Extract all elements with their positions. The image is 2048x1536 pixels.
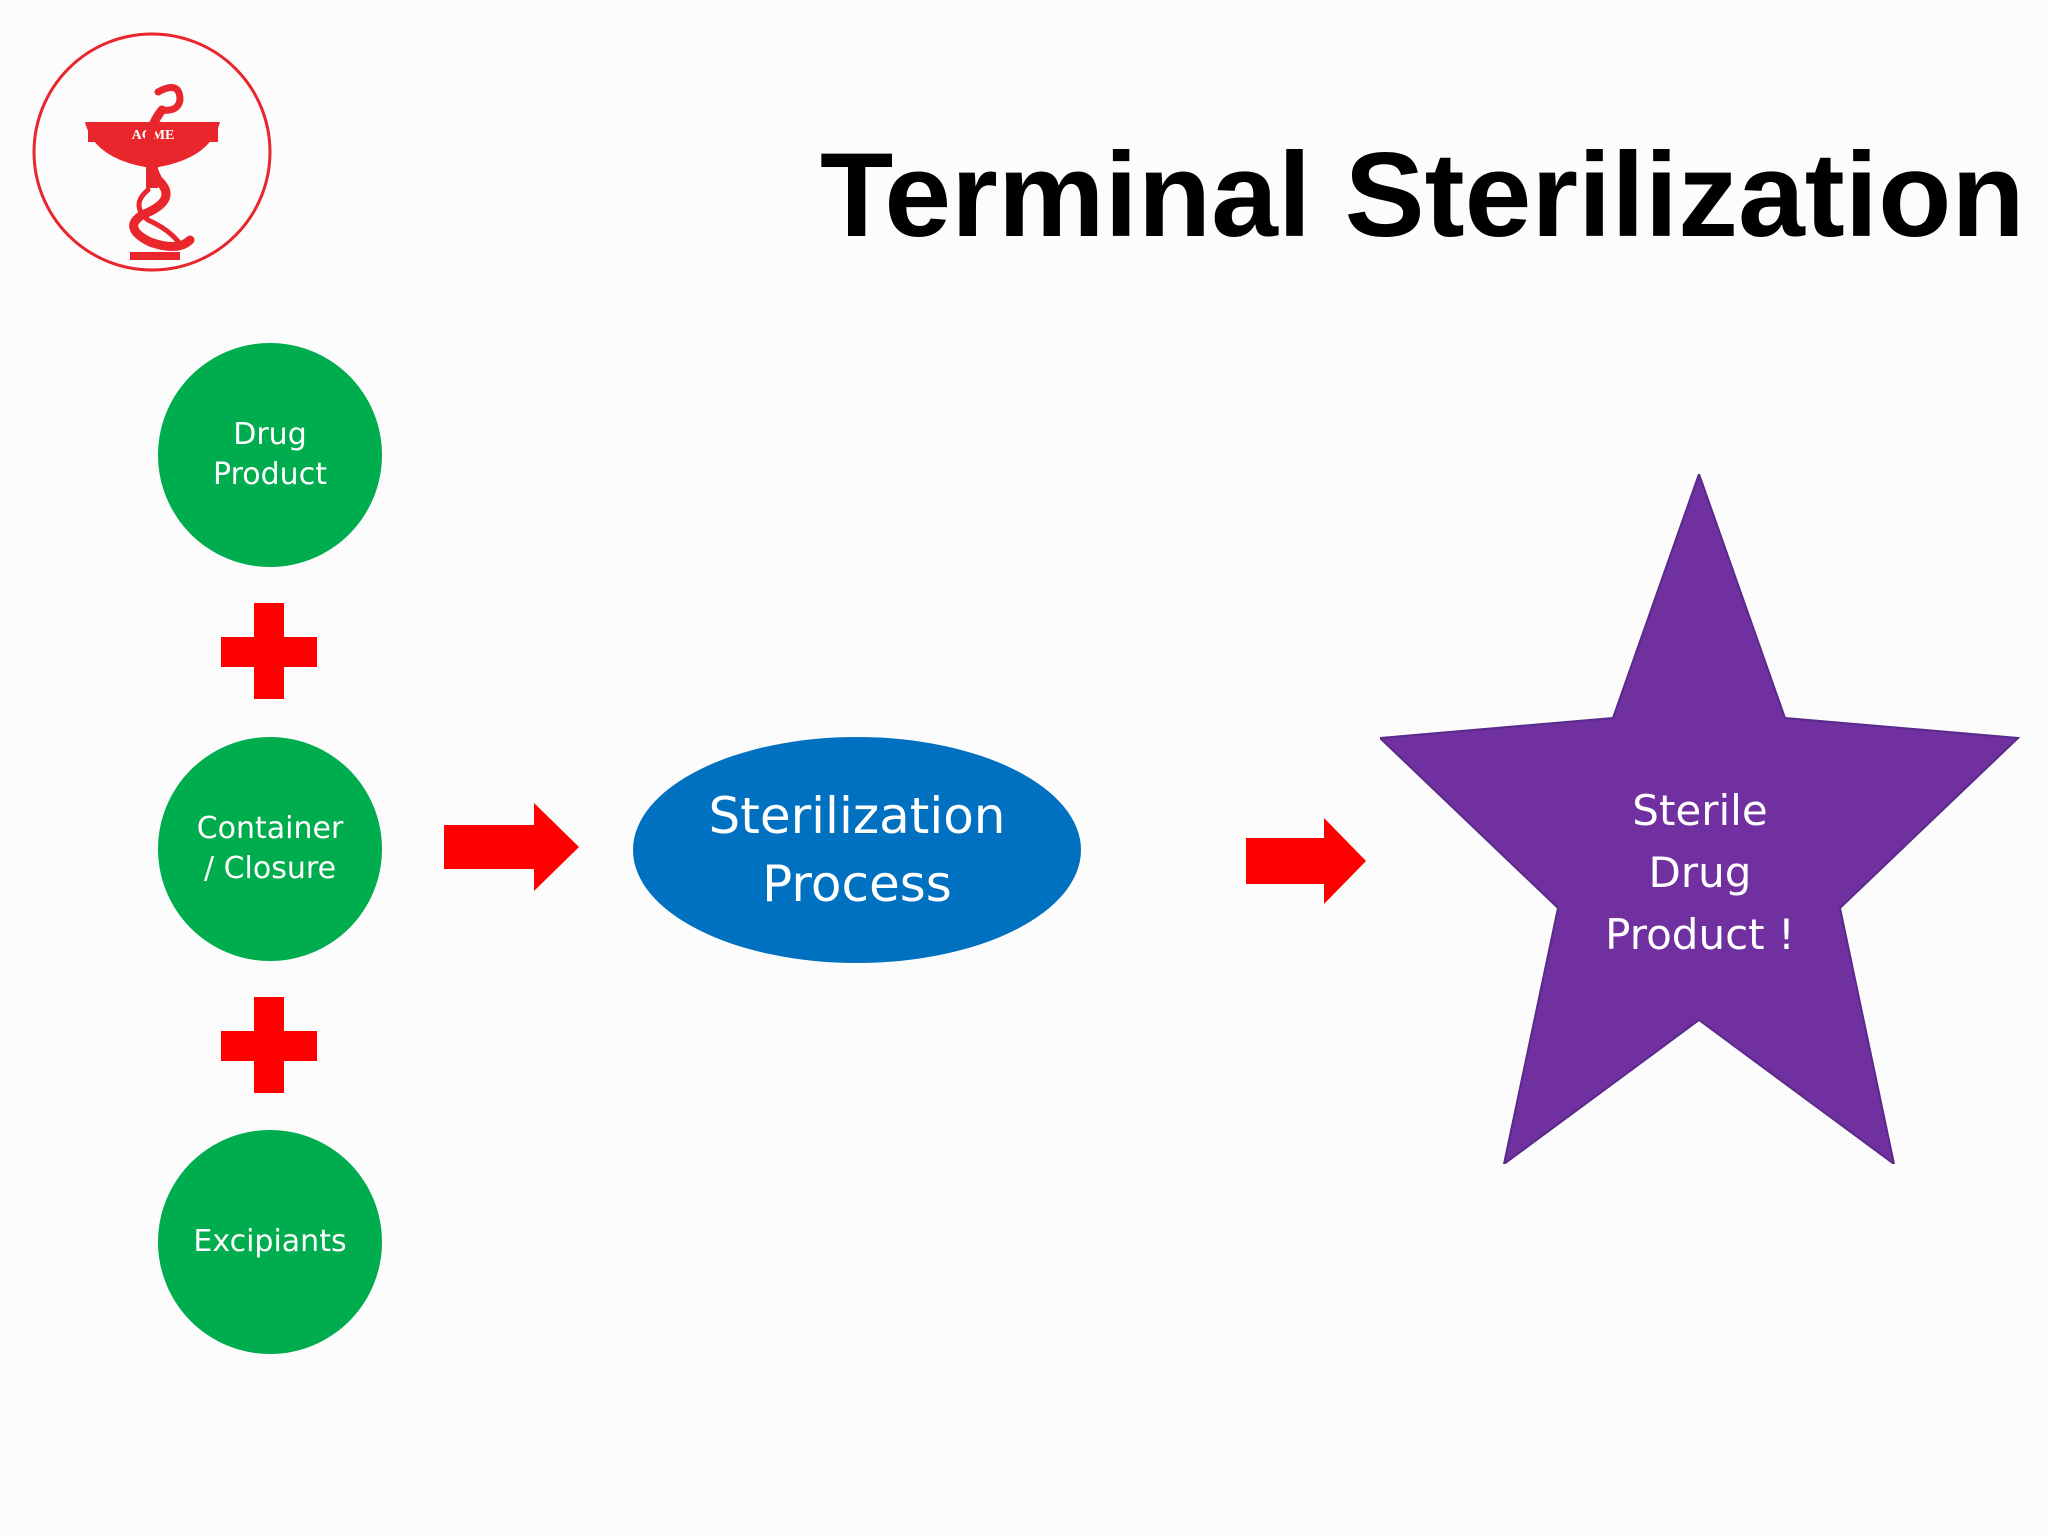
sterilization-process-ellipse: Sterilization Process bbox=[633, 737, 1081, 963]
bowl-of-hygieia-icon: ACME bbox=[32, 32, 272, 272]
page-title: Terminal Sterilization bbox=[820, 128, 2025, 262]
plus-icon bbox=[221, 997, 317, 1093]
input-label: Excipiants bbox=[193, 1224, 347, 1259]
arrow-right-icon bbox=[1246, 818, 1366, 904]
input-circle-container-closure: Container / Closure bbox=[158, 737, 382, 961]
process-label: Sterilization Process bbox=[708, 787, 1006, 913]
input-label: Container / Closure bbox=[196, 811, 344, 886]
input-label: Drug Product bbox=[213, 417, 327, 492]
input-circle-drug-product: Drug Product bbox=[158, 343, 382, 567]
result-label: Sterile Drug Product ! bbox=[1605, 786, 1795, 959]
arrow-right-icon bbox=[444, 803, 579, 891]
sterile-drug-product-star bbox=[1380, 474, 2020, 1164]
plus-icon bbox=[221, 603, 317, 699]
input-circle-excipiants: Excipiants bbox=[158, 1130, 382, 1354]
